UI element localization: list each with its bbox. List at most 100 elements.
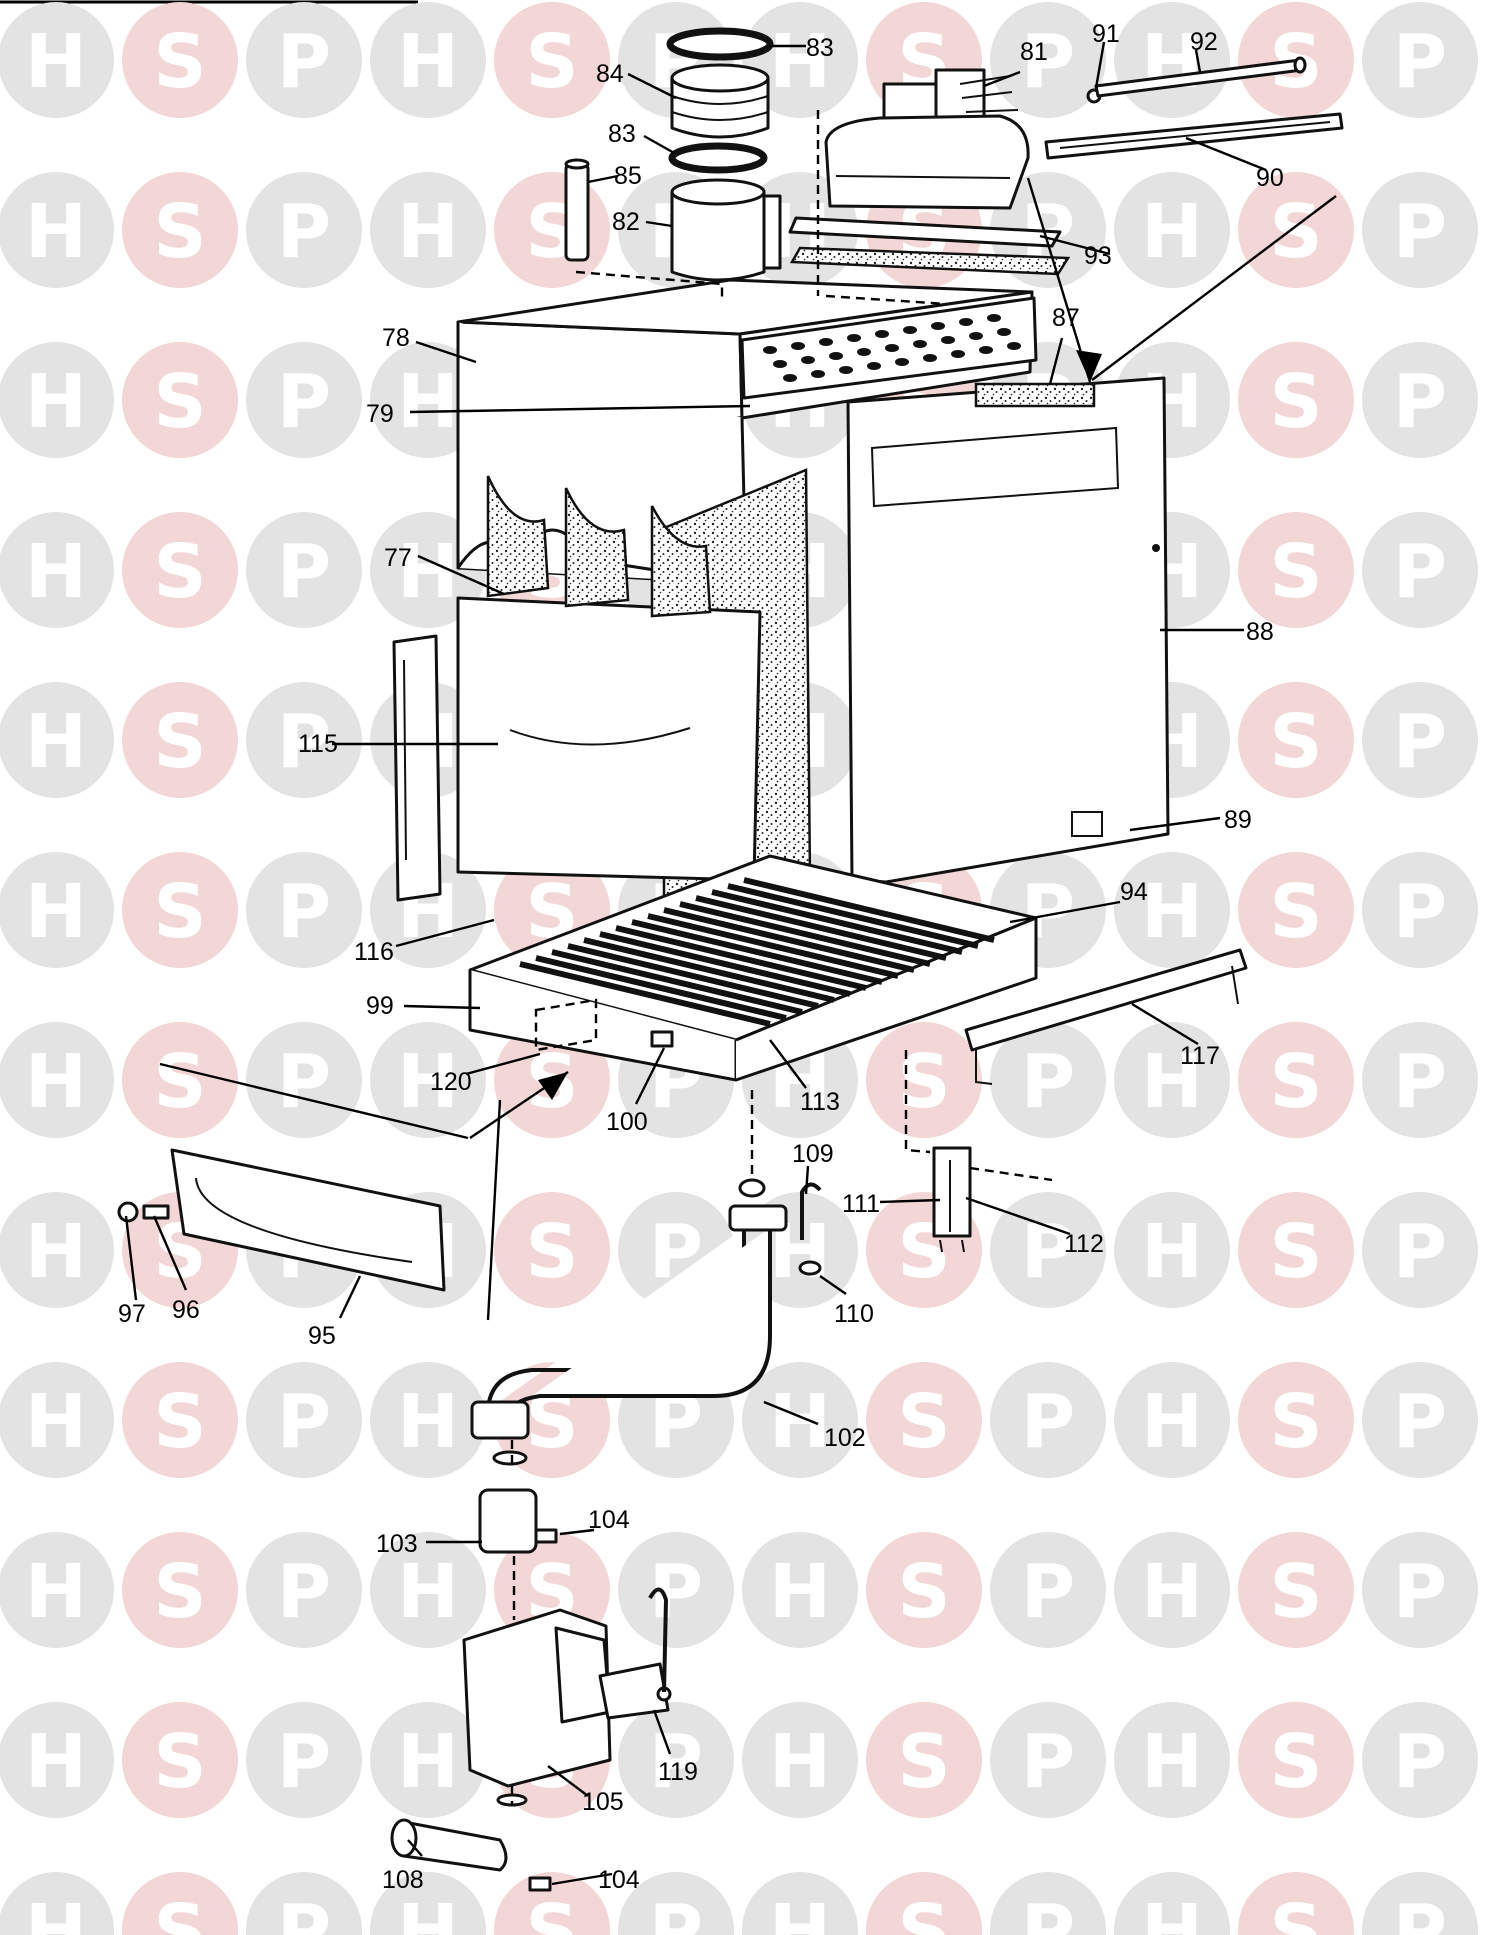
watermark-letter: S <box>1269 1379 1322 1465</box>
watermark-letter: S <box>1269 1889 1322 1935</box>
burner-bar <box>743 877 995 943</box>
assembly-dash-lines <box>510 110 1053 1806</box>
watermark-letter: H <box>25 869 87 955</box>
watermark-circle <box>0 1362 114 1478</box>
watermark-circle <box>122 512 238 628</box>
baffle-hole <box>867 362 881 370</box>
baffle-hole <box>895 358 909 366</box>
watermark-circle <box>370 1022 486 1138</box>
watermark-circle <box>1362 512 1478 628</box>
burner-bar <box>647 913 899 979</box>
watermark-circle <box>246 1362 362 1478</box>
gas-supply-pipe <box>470 1178 788 1440</box>
watermark-letter: S <box>897 1379 950 1465</box>
manifold-injector <box>117 1201 170 1223</box>
callout-leaders <box>124 41 1267 1886</box>
watermark-letter: S <box>1269 1719 1322 1805</box>
watermark-letter: H <box>25 1719 87 1805</box>
watermark-letter: H <box>25 1039 87 1125</box>
watermark-letter: P <box>277 189 331 275</box>
watermark-letter: S <box>897 1719 950 1805</box>
watermark-circle <box>0 1702 114 1818</box>
burner-bar <box>535 955 787 1021</box>
callout-label: 99 <box>366 992 394 1020</box>
callout-label: 92 <box>1190 28 1218 56</box>
watermark-circle <box>1362 1532 1478 1648</box>
baffle-hole <box>941 336 955 344</box>
watermark-circle <box>990 1532 1106 1648</box>
combustion-chamber-front-panel <box>846 376 1170 884</box>
watermark-circle <box>1238 682 1354 798</box>
watermark-letter: P <box>1021 1039 1075 1125</box>
watermark-circle <box>0 1022 114 1138</box>
watermark-circle <box>246 342 362 458</box>
callout-label: 110 <box>834 1300 874 1328</box>
callout-label: 104 <box>588 1506 630 1534</box>
watermark-circle <box>0 342 114 458</box>
watermark-circle <box>990 1872 1106 1935</box>
watermark-letter: P <box>277 699 331 785</box>
watermark-circle <box>370 2 486 118</box>
watermark-circle <box>1114 1532 1230 1648</box>
watermark-circle <box>122 682 238 798</box>
callout-label: 77 <box>384 544 412 572</box>
watermark-circle <box>1114 172 1230 288</box>
callout-label: 82 <box>612 208 640 236</box>
watermark-letter: P <box>649 1889 703 1935</box>
watermark-circle <box>1362 1192 1478 1308</box>
watermark-letter: S <box>153 1549 206 1635</box>
watermark-circle <box>0 1532 114 1648</box>
watermark-circle <box>246 682 362 798</box>
watermark-circle <box>122 2 238 118</box>
watermark-circle <box>370 172 486 288</box>
watermark-letter: H <box>25 19 87 105</box>
watermark-letter: P <box>277 1379 331 1465</box>
baffle-hole <box>829 352 843 360</box>
gas-valve <box>462 1608 672 1788</box>
watermark-letter: H <box>25 359 87 445</box>
watermark-letter: S <box>1269 1549 1322 1635</box>
watermark-letter: S <box>525 19 578 105</box>
watermark-circle <box>246 1702 362 1818</box>
watermark-letter: H <box>769 1889 831 1935</box>
callout-label: 78 <box>382 324 410 352</box>
watermark-letter: S <box>153 19 206 105</box>
watermark-circle <box>122 342 238 458</box>
burner-assembly <box>468 854 1038 1082</box>
watermark-letter: H <box>25 1209 87 1295</box>
watermark-circle <box>618 1702 734 1818</box>
watermark-letter: P <box>1021 1719 1075 1805</box>
watermark-circle <box>866 1022 982 1138</box>
watermark-letter: H <box>25 699 87 785</box>
baffle-hole <box>969 332 983 340</box>
baffle-hole <box>959 318 973 326</box>
callout-label: 83 <box>806 34 834 62</box>
watermark-circle <box>742 1532 858 1648</box>
watermark-letter: P <box>1393 1209 1447 1295</box>
watermark-circle <box>1362 2 1478 118</box>
watermark-letter: P <box>1393 699 1447 785</box>
watermark-letter: H <box>769 1719 831 1805</box>
callout-label: 119 <box>658 1758 698 1786</box>
watermark-letter: H <box>397 529 459 615</box>
thermostat-pocket <box>564 158 590 262</box>
watermark-letter: P <box>277 1719 331 1805</box>
baffle-hole <box>791 342 805 350</box>
callout-label: 113 <box>800 1088 840 1116</box>
burner-bar <box>727 883 979 949</box>
watermark-letter: H <box>25 1379 87 1465</box>
watermark-letter: S <box>897 1889 950 1935</box>
flue-seal-ring-lower <box>668 142 768 174</box>
baffle-hole <box>1007 342 1021 350</box>
watermark-letter: H <box>397 1549 459 1635</box>
watermark-circle <box>742 1362 858 1478</box>
callout-label: 100 <box>606 1108 648 1136</box>
watermark-letter: H <box>397 189 459 275</box>
watermark-circle <box>1362 852 1478 968</box>
baffle-hole <box>923 354 937 362</box>
burner-bar <box>631 919 883 985</box>
electrode-assembly <box>932 1146 972 1253</box>
watermark-letter: S <box>525 1889 578 1935</box>
watermark-circle <box>990 1702 1106 1818</box>
watermark-letter: P <box>277 1549 331 1635</box>
